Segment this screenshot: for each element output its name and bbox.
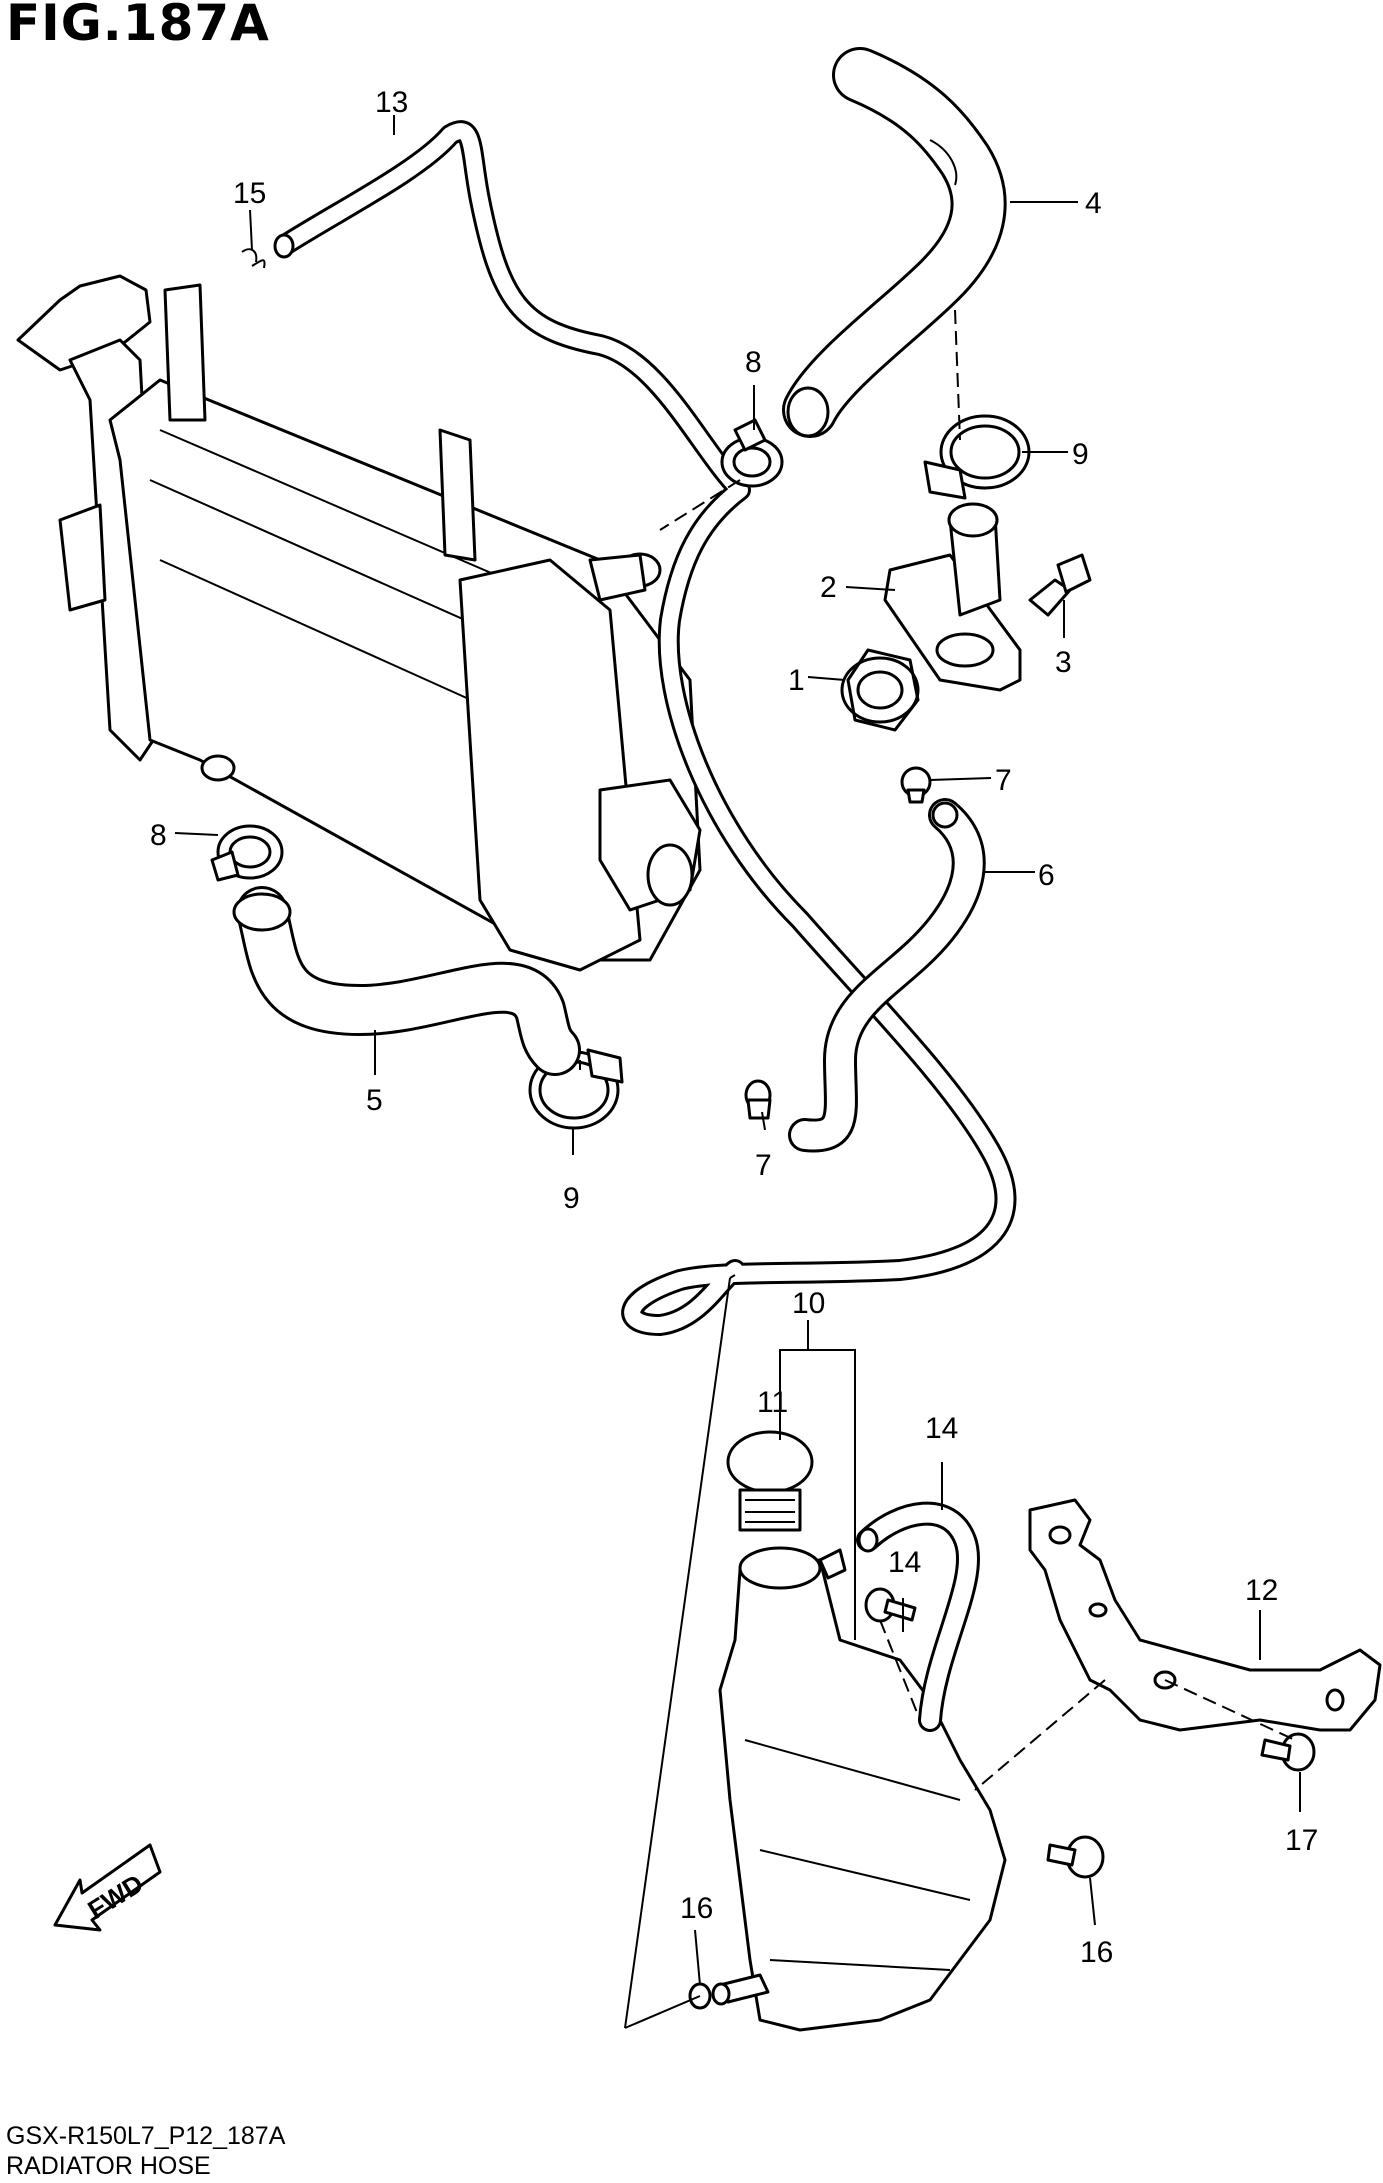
callouts: 13 15 4 8 9 2 3 1 7 6 8 5 7 9 10 11 14 1… xyxy=(150,86,1318,1969)
callout-9-upper: 9 xyxy=(1072,438,1089,471)
callout-9-lower: 9 xyxy=(563,1182,580,1215)
part-9-clamp-upper xyxy=(923,414,1031,500)
part-3-bolt xyxy=(1028,553,1092,617)
reference-lines xyxy=(579,309,1296,2029)
callout-11: 11 xyxy=(757,1386,788,1419)
part-7-clip-lower xyxy=(744,1079,772,1120)
callout-4: 4 xyxy=(1085,187,1102,220)
callout-3: 3 xyxy=(1055,646,1072,679)
callout-7-lower: 7 xyxy=(755,1149,772,1182)
part-11-reservoir-cap xyxy=(726,1430,814,1532)
callout-8-upper: 8 xyxy=(745,346,762,379)
part-14-bolt-lower xyxy=(1046,1835,1105,1879)
part-13-overflow-hose xyxy=(273,120,1017,1336)
callout-8-lower: 8 xyxy=(150,819,167,852)
figure-title: FIG.187A xyxy=(6,0,270,52)
callout-6: 6 xyxy=(1038,859,1055,892)
part-15-reservoir-hose xyxy=(856,1501,981,1732)
callout-10: 10 xyxy=(792,1287,825,1320)
callout-16-upper: 15 xyxy=(233,177,266,210)
part-2-thermostat-cover xyxy=(883,502,1022,692)
model-code: GSX-R150L7_P12_187A xyxy=(6,2122,286,2150)
section-name: RADIATOR HOSE xyxy=(6,2152,211,2180)
part-5-lower-hose xyxy=(232,886,581,1076)
part-14-bolt-upper xyxy=(864,1587,917,1623)
part-8-clamp-upper xyxy=(720,418,784,488)
callout-14-upper: 14 xyxy=(888,1546,921,1579)
callout-7-upper: 7 xyxy=(995,764,1012,797)
part-1-thermostat xyxy=(840,648,920,732)
callout-15: 14 xyxy=(925,1412,958,1445)
callout-14-lower: 16 xyxy=(1080,1936,1113,1969)
part-7-clip-upper xyxy=(900,766,932,804)
callout-5: 5 xyxy=(366,1084,383,1117)
callout-16-lower: 16 xyxy=(680,1892,713,1925)
radiator xyxy=(16,274,702,972)
callout-1: 1 xyxy=(788,664,805,697)
callout-12: 12 xyxy=(1245,1574,1278,1607)
part-16-clip-upper xyxy=(241,248,266,269)
callout-2: 2 xyxy=(820,571,837,604)
part-8-clamp-lower xyxy=(210,824,284,882)
fwd-arrow-icon: FWD xyxy=(53,1843,162,1932)
part-12-bracket xyxy=(1028,1498,1382,1732)
part-4-upper-hose xyxy=(782,47,1007,438)
part-17-bolt xyxy=(1260,1732,1316,1772)
part-6-bypass-hose xyxy=(788,798,986,1153)
leader-lines xyxy=(174,115,1301,1986)
callout-17: 17 xyxy=(1285,1824,1318,1857)
reservoir-tank xyxy=(711,1546,1007,2032)
callout-13: 13 xyxy=(375,86,408,119)
